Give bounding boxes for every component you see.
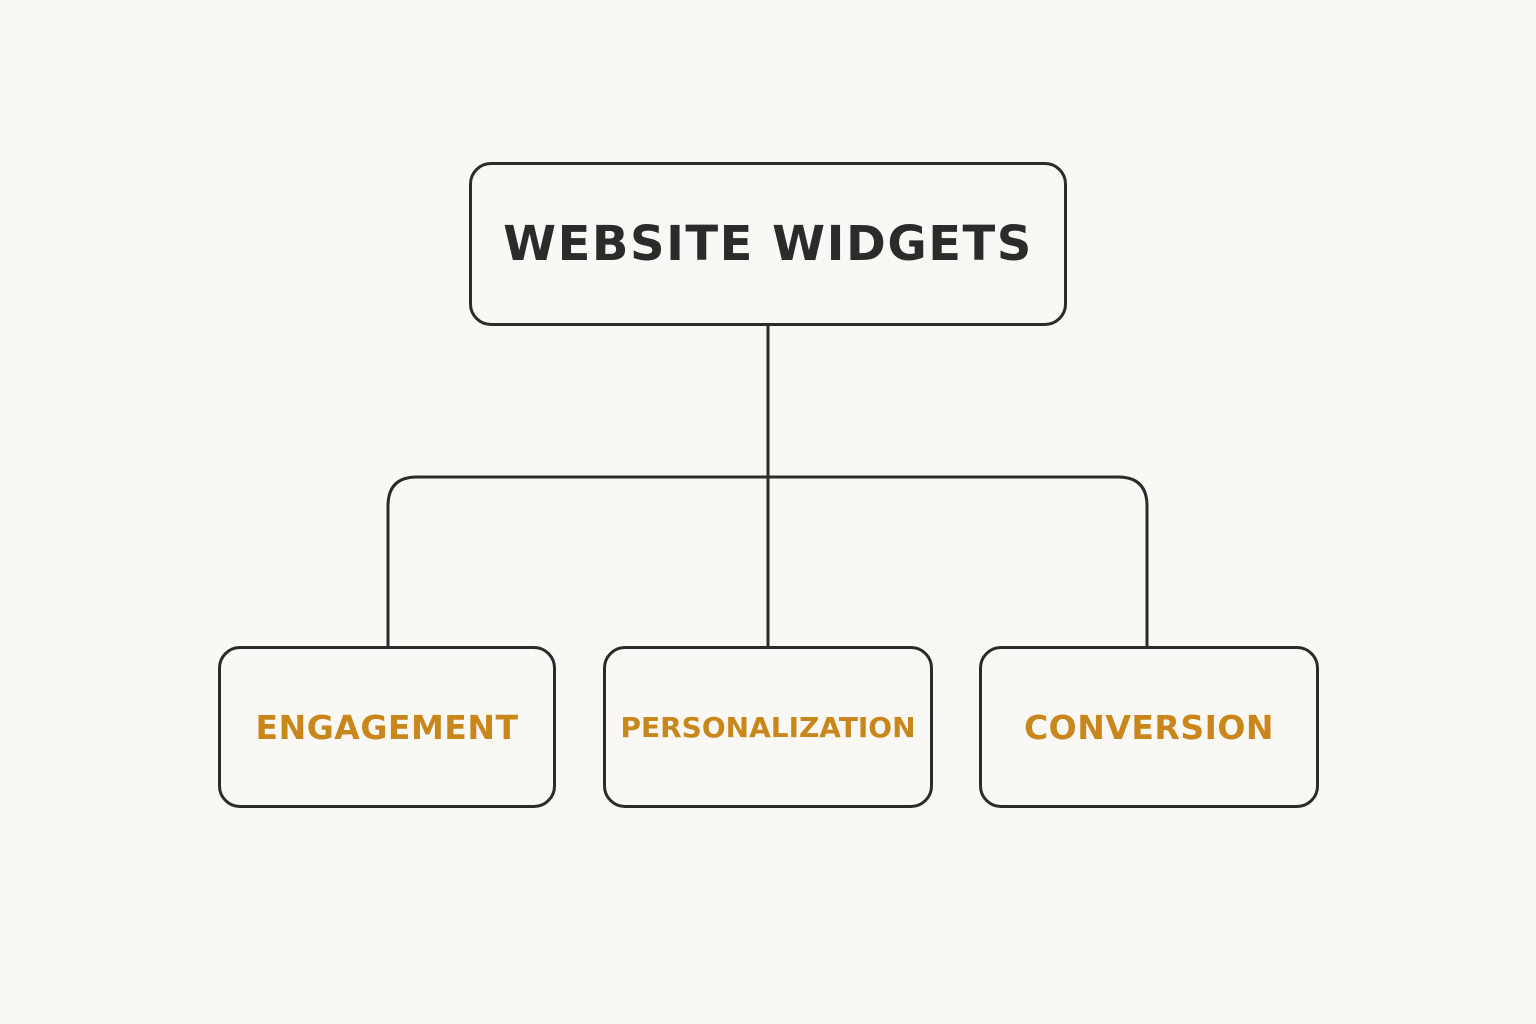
root-node-label: WEBSITE WIDGETS xyxy=(503,216,1033,272)
child-node-conversion: CONVERSION xyxy=(979,646,1319,808)
child-node-label: CONVERSION xyxy=(1023,707,1275,747)
branch-crossbar-line xyxy=(386,475,1149,646)
child-node-personalization: PERSONALIZATION xyxy=(603,646,933,808)
child-node-engagement: ENGAGEMENT xyxy=(218,646,556,808)
child-node-label: PERSONALIZATION xyxy=(620,710,916,744)
child-node-label: ENGAGEMENT xyxy=(255,707,519,747)
root-node: WEBSITE WIDGETS xyxy=(469,162,1067,326)
